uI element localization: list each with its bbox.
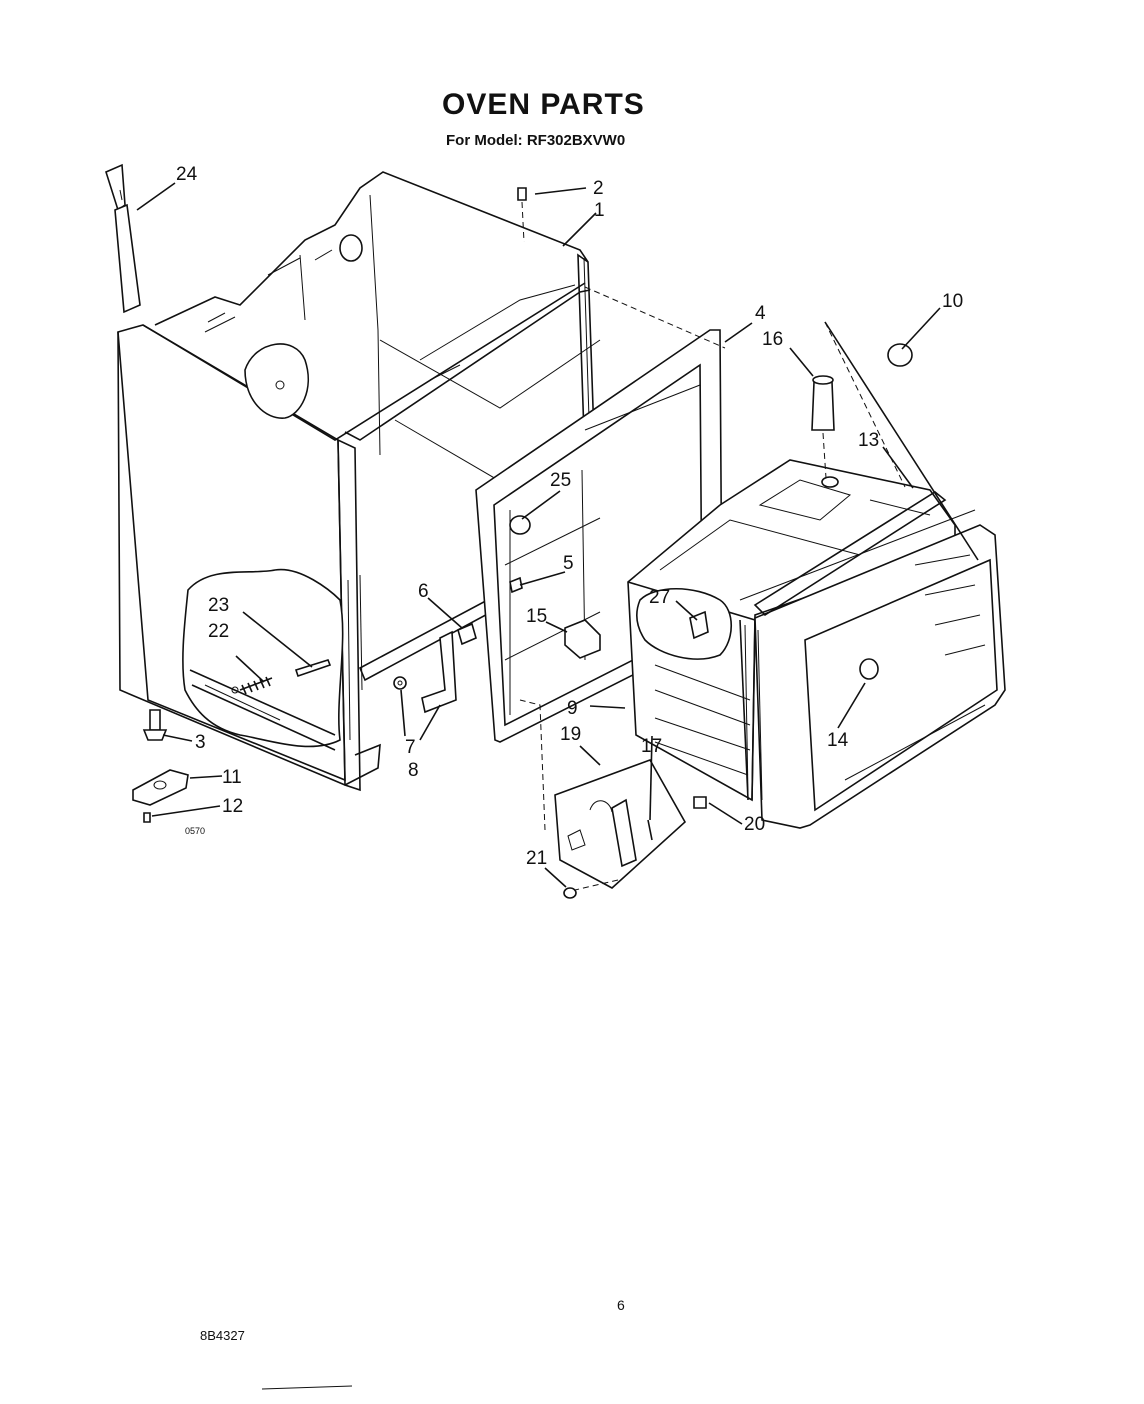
- callout-9: 9: [567, 698, 578, 719]
- part-20-screw: [693, 796, 707, 809]
- part-5-clip: [509, 576, 523, 594]
- callout-7: 7: [405, 737, 416, 758]
- part-24-trim-strip: [105, 163, 141, 314]
- model-subtitle: For Model: RF302BXVW0: [446, 132, 626, 149]
- part-22-spring: [231, 676, 273, 695]
- part-3-leveling-leg: [142, 709, 168, 741]
- part-25-grommet: [509, 515, 531, 535]
- callout-17: 17: [641, 736, 662, 757]
- callout-1: 1: [594, 200, 605, 221]
- part-14-light-lens: [859, 658, 879, 680]
- callout-3: 3: [195, 732, 206, 753]
- callout-4: 4: [755, 303, 766, 324]
- part-17-spring: [647, 819, 653, 841]
- part-13-gasket: [739, 491, 947, 801]
- footer-rule: [261, 1385, 353, 1390]
- page-number: 6: [617, 1297, 625, 1313]
- callout-19: 19: [560, 724, 581, 745]
- callout-21: 21: [526, 848, 547, 869]
- part-12-screw: [143, 812, 151, 823]
- callout-25: 25: [550, 470, 571, 491]
- part-15-bracket: [564, 619, 601, 659]
- callout-labels: 1 2 3 4 5 6 7 8 9 10 11 12 13 14 15 16 1…: [176, 164, 963, 869]
- part-11-leg-bracket: [132, 769, 189, 806]
- callout-10: 10: [942, 291, 963, 312]
- drawing-code: 0570: [185, 826, 206, 836]
- callout-11: 11: [222, 767, 242, 788]
- callout-16: 16: [762, 329, 783, 350]
- part-16-light-socket: [811, 375, 839, 488]
- callout-6: 6: [418, 581, 429, 602]
- callout-15: 15: [526, 606, 547, 627]
- callout-12: 12: [222, 796, 243, 817]
- part-6-bushing: [457, 622, 477, 646]
- part-21-screw: [563, 887, 577, 899]
- callout-22: 22: [208, 621, 229, 642]
- page-title: OVEN PARTS: [442, 88, 645, 121]
- callout-8: 8: [408, 760, 419, 781]
- callout-14: 14: [827, 730, 849, 751]
- leader-lines: [136, 182, 941, 888]
- callout-20: 20: [744, 814, 765, 835]
- part-7-washer: [393, 676, 407, 690]
- document-code: 8B4327: [200, 1328, 245, 1343]
- callout-24: 24: [176, 164, 198, 185]
- part-1-cabinet-body: [117, 171, 612, 792]
- callout-23: 23: [208, 595, 229, 616]
- callout-2: 2: [593, 178, 604, 199]
- part-8-bracket: [421, 630, 457, 714]
- callout-27: 27: [649, 587, 670, 608]
- part-19-latch-assembly: [519, 699, 687, 891]
- callout-5: 5: [563, 553, 574, 574]
- part-2-screw: [517, 187, 527, 243]
- part-27-vent: [635, 587, 732, 660]
- callout-13: 13: [858, 430, 879, 451]
- part-23-spring: [294, 659, 332, 678]
